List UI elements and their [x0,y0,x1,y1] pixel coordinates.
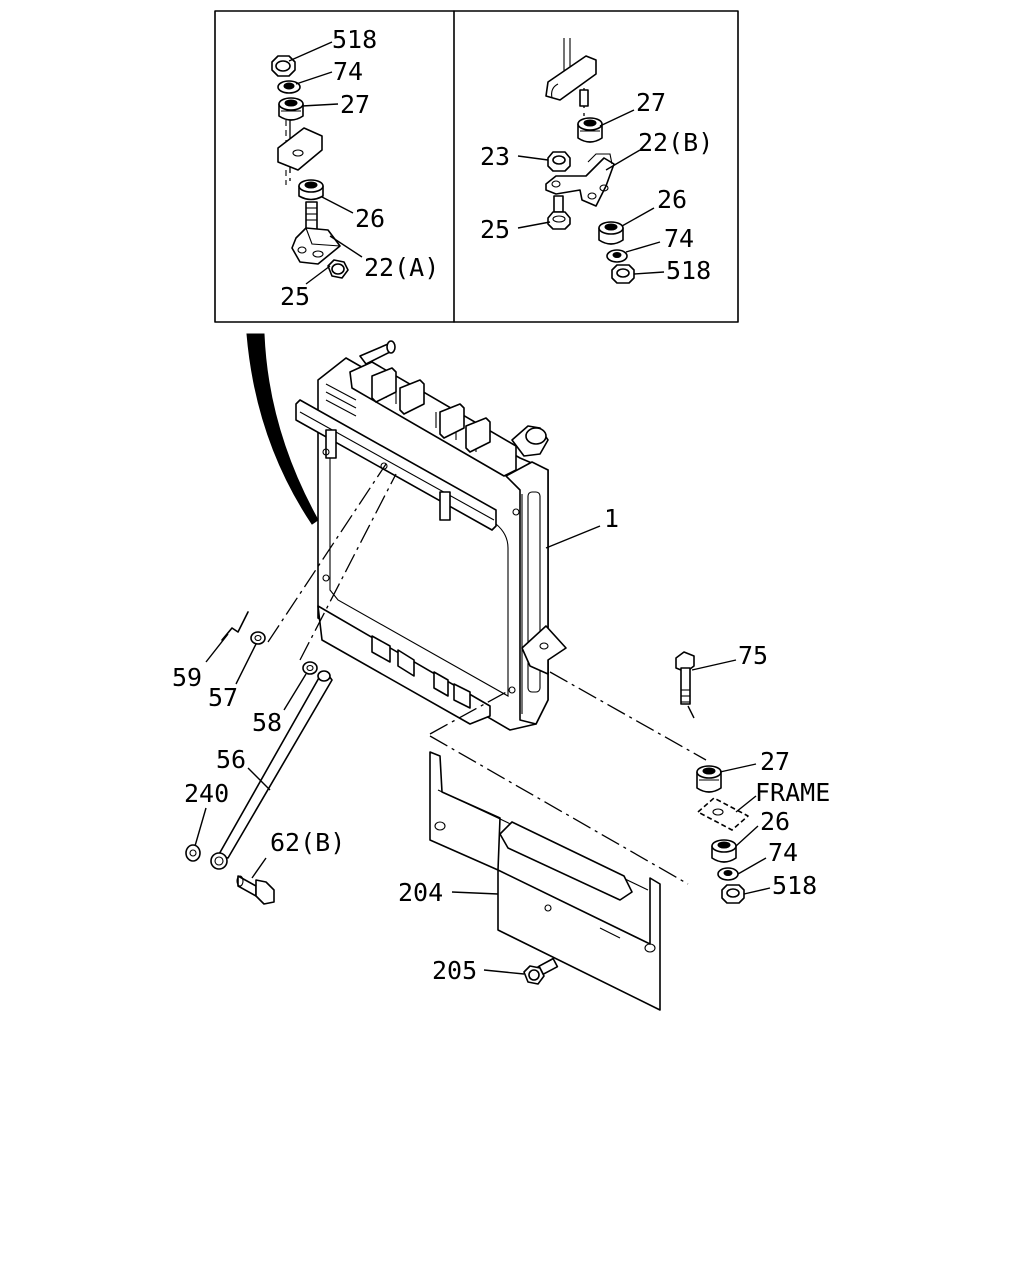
label-518-b: 518 [666,256,711,285]
nut-518-main [721,884,745,904]
label-240: 240 [184,779,229,808]
label-26-b: 26 [657,185,687,214]
washer-58 [302,661,318,675]
label-518-a: 518 [332,25,377,54]
bolt-62b [236,875,275,905]
label-74-main: 74 [768,838,798,867]
label-27-b: 27 [636,88,666,117]
rubber-cushion-27-main [696,765,722,793]
label-25-a: 25 [280,282,310,311]
label-22a: 22(A) [364,253,439,282]
label-59: 59 [172,663,202,692]
washer-74-b [606,249,628,263]
label-27-main: 27 [760,747,790,776]
bottom-tank-ribs [371,635,471,709]
bolt-205 [523,957,559,985]
radiator-side-bracket [521,625,567,675]
radiator-inlet-pipe [359,340,396,365]
label-27-a: 27 [340,90,370,119]
label-518-main: 518 [772,871,817,900]
label-56: 56 [216,745,246,774]
frame-bracket-a [277,127,323,171]
washer-57 [250,631,266,645]
frame-plate [697,797,749,831]
label-25-b: 25 [480,215,510,244]
nut-518-b [611,264,635,284]
stay-rod-56 [210,670,333,870]
rubber-cushion-27-b [577,117,603,143]
detail-inset-box [214,10,739,323]
callout-arrow [246,333,319,525]
label-22b: 22(B) [638,128,713,157]
label-74-a: 74 [333,57,363,86]
bolt-25-b [547,195,571,230]
nut-518-a [271,55,296,77]
label-26-main: 26 [760,807,790,836]
label-205: 205 [432,956,477,985]
rubber-cushion-26-b [598,221,624,245]
nut-23-b [547,151,571,172]
main-leaders [194,525,737,879]
washer-240 [185,844,201,862]
inset-b-labels: 27 23 22(B) 26 25 74 518 [480,88,713,285]
washer-74-a [277,80,301,94]
radiator-support-bar [295,399,497,531]
bracket-22a [291,227,341,265]
top-tank-ribs [371,367,491,453]
label-23-b: 23 [480,142,510,171]
main-labels: 1 75 59 57 58 56 240 62(B) 27 FRAME 26 7… [172,504,830,985]
rubber-cushion-26-a [298,179,324,201]
label-62b: 62(B) [270,828,345,857]
inset-a-labels: 518 74 27 26 22(A) 25 [280,25,439,311]
lower-shroud-204 [429,751,661,1011]
part-59 [221,611,249,641]
inset-a-mount-stack [271,41,363,285]
bolt-75 [675,651,695,719]
bolt-25-a [327,259,349,279]
label-204: 204 [398,878,443,907]
stay-rod-parts [185,463,707,969]
label-74-b: 74 [664,224,694,253]
label-26-a: 26 [355,204,385,233]
inset-b-mount-stack [517,38,665,284]
label-58: 58 [252,708,282,737]
radiator-filler-neck [511,425,549,457]
label-75: 75 [738,641,768,670]
label-57: 57 [208,683,238,712]
label-frame: FRAME [755,778,830,807]
bracket-22b [545,153,615,207]
rubber-cushion-26-main [711,839,737,863]
label-1: 1 [604,504,619,533]
frame-mount-stack [696,763,771,904]
radiator-assembly [295,340,567,731]
stud-a [305,201,318,231]
washer-74-main [717,867,739,881]
rubber-cushion-27-a [278,97,304,121]
frame-fragment-b [545,38,597,101]
